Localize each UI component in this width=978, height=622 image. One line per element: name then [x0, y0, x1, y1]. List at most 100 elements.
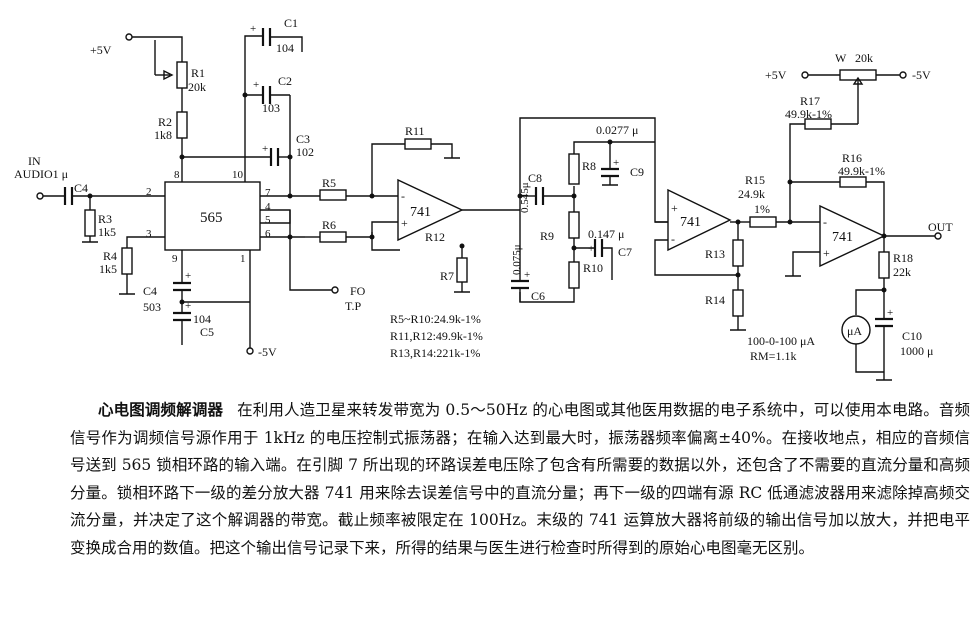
- ic-565: [164, 181, 261, 251]
- r9-label: R9: [540, 229, 554, 243]
- c6-value: 0.075μ: [511, 244, 523, 275]
- r16-resistor: [839, 176, 867, 188]
- audio-input-terminal[interactable]: [36, 192, 44, 200]
- r8-label: R8: [582, 159, 596, 173]
- description-title: 心电图调频解调器: [98, 401, 224, 419]
- note-line-1: R5~R10:24.9k-1%: [390, 312, 481, 326]
- r2-label: R2: [158, 115, 172, 129]
- c3-value: 102: [296, 145, 314, 159]
- r16-label: R16: [842, 151, 862, 165]
- r2-value: 1k8: [154, 128, 172, 142]
- plus5v-right: +5V: [765, 68, 787, 82]
- r3-label: R3: [98, 212, 112, 226]
- meter-rm: RM=1.1k: [750, 349, 796, 363]
- r3-value: 1k5: [98, 225, 116, 239]
- r3-resistor: [84, 209, 96, 237]
- op2-plus: +: [671, 201, 678, 215]
- svg-text:+: +: [887, 307, 893, 319]
- r5-label: R5: [322, 176, 336, 190]
- circuit-schematic: +5V R1 20k R2 1k8 C1 104 + C2 103 + C3 1…: [14, 16, 953, 381]
- c9-value: 0.0277 μ: [596, 123, 638, 137]
- r1-resistor: [176, 61, 188, 89]
- r17-value: 49.9k-1%: [785, 107, 832, 121]
- svg-text:+: +: [253, 79, 259, 91]
- out-terminal[interactable]: [934, 232, 942, 240]
- r18-resistor: [878, 251, 890, 279]
- minus5v-bottom: -5V: [258, 345, 277, 359]
- pin-4: 4: [265, 201, 271, 213]
- op2-label: 741: [680, 215, 701, 230]
- r13-label: R13: [705, 247, 725, 261]
- description-paragraph: 心电图调频解调器在利用人造卫星来转发带宽为 0.5～50Hz 的心电图或其他医用…: [70, 397, 970, 562]
- r16-value: 49.9k-1%: [838, 164, 885, 178]
- pin-8: 8: [174, 169, 180, 181]
- op3-label: 741: [832, 230, 853, 245]
- r4-value: 1k5: [99, 262, 117, 276]
- r18-value: 22k: [893, 265, 911, 279]
- out-label: OUT: [928, 220, 953, 234]
- in-label: IN: [28, 154, 41, 168]
- c5-value: 104: [193, 312, 211, 326]
- c4b-label: C4: [143, 284, 157, 298]
- svg-text:+: +: [185, 270, 191, 282]
- svg-text:+: +: [613, 157, 619, 169]
- meter-range: 100-0-100 μA: [747, 334, 815, 348]
- r15-resistor: [749, 216, 777, 228]
- r11-resistor: [404, 138, 432, 150]
- plus5v-terminal: [125, 33, 133, 41]
- pin-9: 9: [172, 253, 178, 265]
- w-value: 20k: [855, 51, 873, 65]
- plus5v-label: +5V: [90, 43, 112, 57]
- pin-6: 6: [265, 228, 271, 240]
- svg-text:+: +: [250, 23, 256, 35]
- r12-label: R12: [425, 230, 445, 244]
- c5-label: C5: [200, 325, 214, 339]
- r15-value: 24.9k: [738, 187, 765, 201]
- r18-label: R18: [893, 251, 913, 265]
- r8-resistor: [568, 153, 580, 185]
- r4-resistor: [121, 247, 133, 275]
- r7-resistor: [456, 257, 468, 283]
- note-line-2: R11,R12:49.9k-1%: [390, 329, 483, 343]
- w-label: W: [835, 51, 847, 65]
- svg-text:+: +: [262, 143, 268, 155]
- r4-label: R4: [103, 249, 117, 263]
- r5-resistor: [319, 189, 347, 201]
- r13-resistor: [732, 239, 744, 267]
- c6-label: C6: [531, 289, 545, 303]
- c1-label: C1: [284, 16, 298, 30]
- fo-label: FO: [350, 284, 366, 298]
- r2-resistor: [176, 111, 188, 139]
- r17-label: R17: [800, 94, 820, 108]
- c8-value: 0.545μ: [519, 182, 531, 213]
- r10-label: R10: [583, 261, 603, 275]
- r14-label: R14: [705, 293, 725, 307]
- ic-565-label: 565: [200, 210, 223, 226]
- op3-plus: +: [823, 246, 830, 260]
- c10-value: 1000 μ: [900, 344, 933, 358]
- c2-value: 103: [262, 101, 280, 115]
- r1-label: R1: [191, 66, 205, 80]
- op3-minus: -: [823, 215, 827, 229]
- r10-resistor: [568, 261, 580, 289]
- pin-2: 2: [146, 186, 152, 198]
- r11-label: R11: [405, 124, 425, 138]
- r9-resistor: [568, 211, 580, 239]
- description-body: 在利用人造卫星来转发带宽为 0.5～50Hz 的心电图或其他医用数据的电子系统中…: [70, 401, 970, 557]
- r7-label: R7: [440, 269, 454, 283]
- tp-label: T.P: [345, 299, 361, 313]
- r15-label: R15: [745, 173, 765, 187]
- c3-label: C3: [296, 132, 310, 146]
- pin-7: 7: [265, 187, 271, 199]
- pin-10: 10: [232, 169, 244, 181]
- c8-label: C8: [528, 171, 542, 185]
- op2-minus: -: [671, 232, 675, 246]
- c7-label: C7: [618, 245, 632, 259]
- svg-text:+: +: [185, 300, 191, 312]
- op1-label: 741: [410, 205, 431, 220]
- r1-value: 20k: [188, 80, 206, 94]
- opamp-2: [667, 188, 732, 252]
- pin-5: 5: [265, 214, 271, 226]
- svg-text:+: +: [524, 269, 530, 281]
- c9-label: C9: [630, 165, 644, 179]
